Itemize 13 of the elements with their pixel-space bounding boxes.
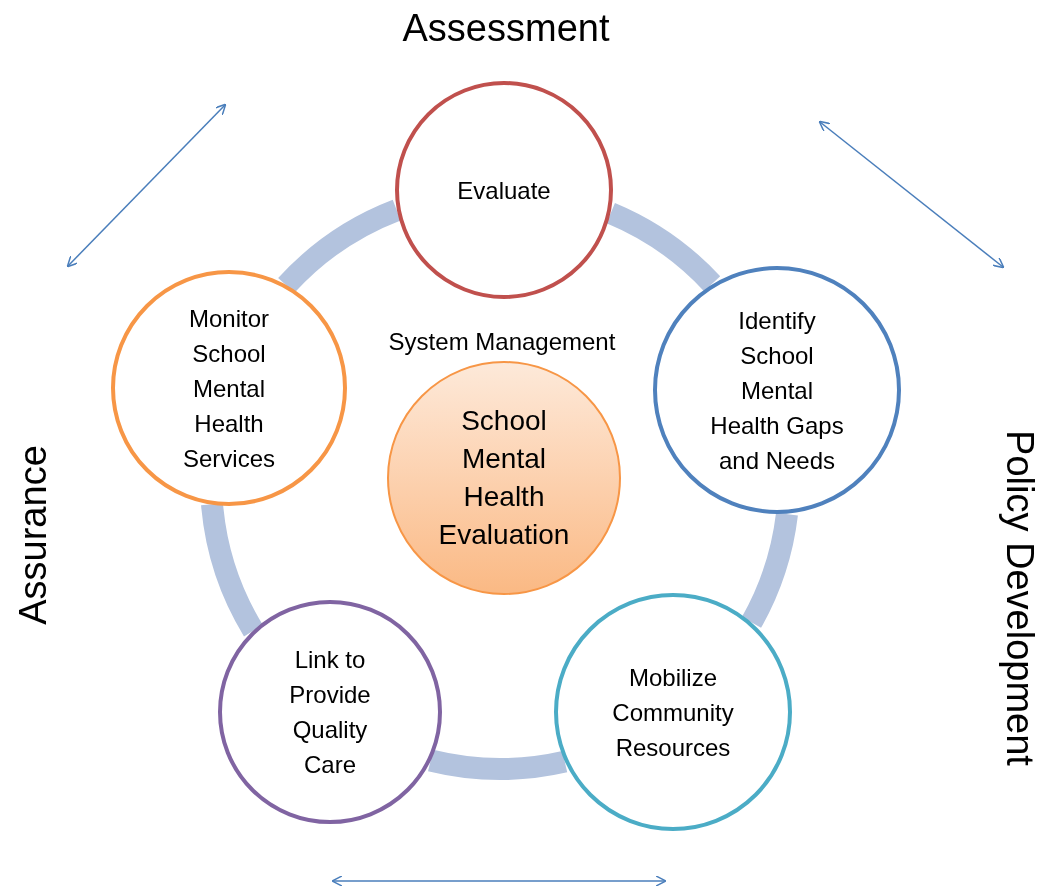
phase-label: Assurance (14, 445, 52, 625)
node-text: Evaluate (457, 175, 551, 206)
cycle-connector (428, 749, 567, 780)
node-text: Monitor School Mental Health Services (182, 303, 276, 474)
node-text: School Mental Health Evaluation (437, 404, 571, 552)
phase-label: Assessment (402, 9, 610, 47)
node-text: Link to Provide Quality Care (288, 645, 372, 780)
node-text: Identify School Mental Health Gaps and Needs (709, 305, 845, 476)
phase-label: Policy Development (1001, 430, 1039, 766)
cycle-connector (606, 203, 720, 292)
node-text: Mobilize Community Resources (611, 662, 735, 763)
cycle-connector (741, 512, 798, 628)
section-label: System Management (388, 330, 616, 354)
